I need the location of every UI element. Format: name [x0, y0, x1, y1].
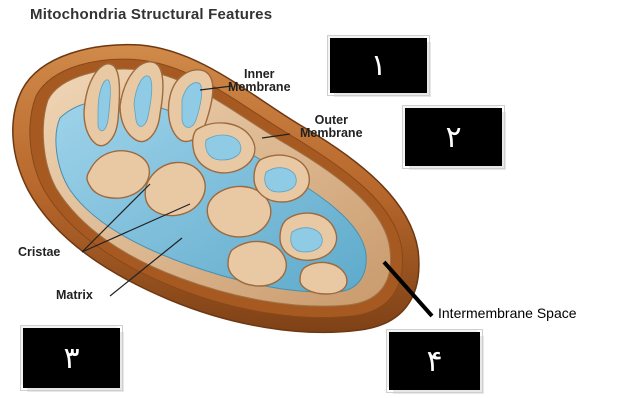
inner-membrane-label: Inner Membrane: [228, 68, 291, 94]
outer-membrane-label-line2: Membrane: [300, 127, 363, 140]
outer-membrane-label: Outer Membrane: [300, 114, 363, 140]
matrix-label: Matrix: [56, 289, 93, 302]
number-box-4: ۴: [389, 332, 480, 390]
inner-membrane-label-line2: Membrane: [228, 81, 291, 94]
cristae-label: Cristae: [18, 246, 60, 259]
number-box-3: ٣: [23, 328, 120, 388]
intermembrane-space-label: Intermembrane Space: [438, 305, 577, 321]
number-box-1: ١: [330, 38, 427, 93]
number-box-2: ٢: [405, 108, 502, 166]
